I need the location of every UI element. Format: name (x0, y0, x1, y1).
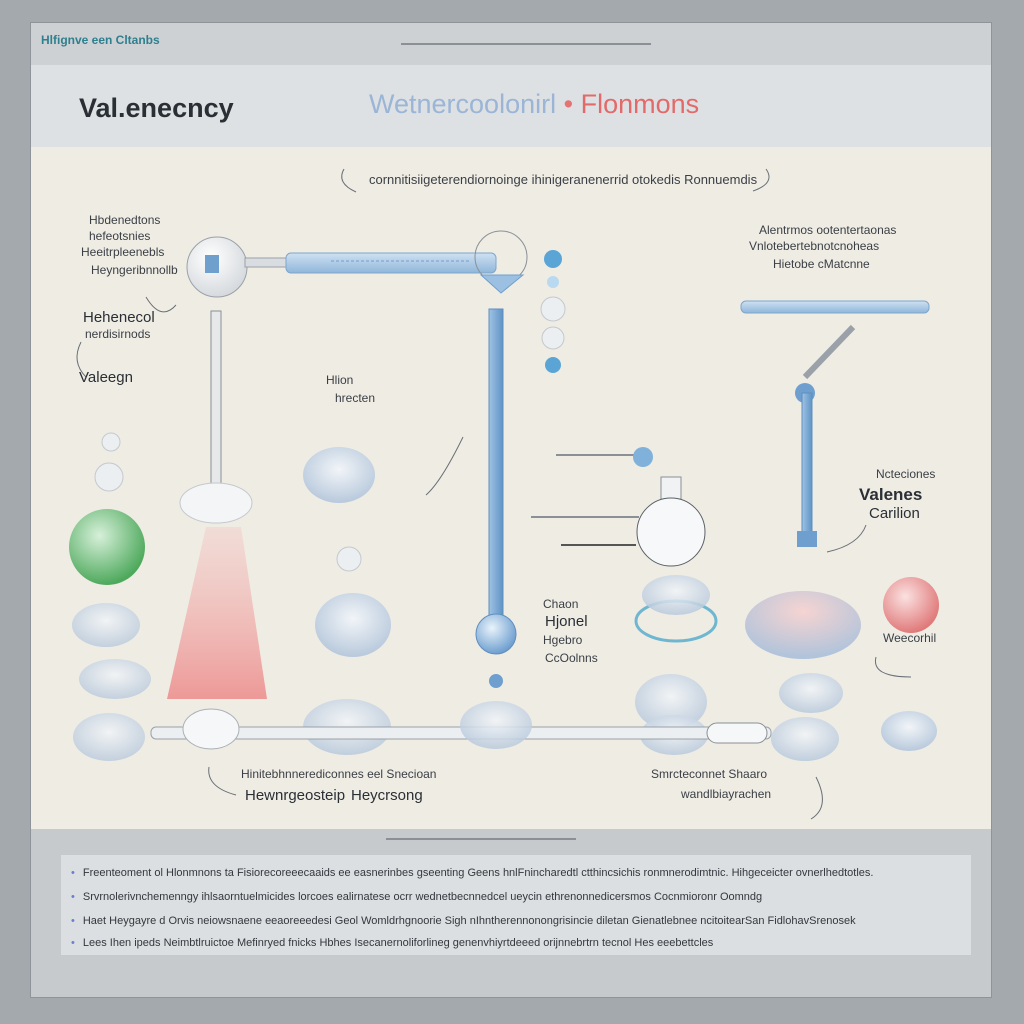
label-hi-sub: nerdisirnods (85, 327, 151, 341)
label-bottom-left-3: Heycrsong (351, 787, 423, 804)
title-right: Wetnercoolonirl • Flonmons (369, 89, 699, 120)
top-horizontal-tube (285, 252, 497, 274)
label-top-left-2: hefeotsnies (89, 229, 151, 243)
right-blue-tube (740, 300, 930, 547)
document-sheet: Hlfignve een Cltanbs Val.enecncy Wetnerc… (30, 22, 992, 998)
label-mid-1: Chaon (543, 597, 579, 611)
red-sphere (883, 577, 939, 633)
green-sphere-stack (69, 432, 145, 585)
top-strip: Hlfignve een Cltanbs (31, 23, 991, 65)
footer-divider (386, 838, 576, 840)
label-valecgn: Valeegn (79, 369, 133, 386)
bottom-pipe (150, 701, 772, 750)
document-tag: Hlfignve een Cltanbs (41, 33, 160, 47)
diagram-subtitle: cornnitisiigeterendiornoinge ihinigerane… (369, 172, 758, 187)
label-mid-3: Hgebro (543, 633, 583, 647)
title-separator-dot: • (563, 89, 574, 119)
red-spray-cone (167, 527, 267, 699)
left-cloud-column (72, 603, 151, 761)
notes-panel: •Freenteoment ol Hlonmnons ta Fisiorecor… (61, 855, 971, 955)
header: Val.enecncy Wetnercoolonirl • Flonmons (31, 65, 991, 157)
central-blue-tube (475, 308, 517, 688)
diagram-panel: cornnitisiigeterendiornoinge ihinigerane… (31, 147, 991, 829)
label-valenes: Valenes (859, 485, 923, 504)
top-divider (401, 43, 651, 45)
left-vertical-rod (179, 310, 253, 524)
leader-lines (76, 168, 912, 820)
label-bottom-left-1: Hinitebhnnerediconnes eel Snecioan (241, 767, 437, 781)
label-center-2: hrecten (335, 391, 376, 405)
label-bottom-right-1: Smrcteconnet Shaaro (651, 767, 768, 781)
right-cloud-column (635, 575, 937, 761)
title-right-part-b: Flonmons (580, 89, 700, 119)
title-right-part-a: Wetnercoolonirl (369, 89, 557, 119)
apparatus-diagram (69, 168, 939, 820)
label-mid-2: Hjonel (545, 613, 588, 630)
label-top-left-4: Heyngeribnnollb (91, 263, 178, 277)
note-item: •Srvrnolerivnchemenngy ihlsaorntuelmicid… (71, 891, 763, 903)
label-top-right-1: Alentrmos ootentertaonas (759, 223, 897, 237)
label-top-left-3: Heeitrpleenebls (81, 245, 165, 259)
center-cloud-column (303, 447, 391, 755)
bead-chain (540, 250, 566, 373)
label-bottom-left-2: Hewnrgeosteip (245, 787, 346, 804)
label-top-right-2: Vnlotebertebnotcnoheas (749, 239, 880, 253)
label-bottom-right-2: wandlbiayrachen (681, 787, 772, 801)
label-right-small: Ncteciones (876, 467, 936, 481)
title-left: Val.enecncy (79, 93, 234, 123)
note-item: •Freenteoment ol Hlonmnons ta Fisiorecor… (71, 867, 874, 879)
label-carlion: Carilion (869, 505, 920, 522)
top-left-flask (186, 236, 306, 298)
label-top-left-1: Hbdenedtons (89, 213, 161, 227)
note-item: •Haet Heygayre d Orvis neiowsnaene eeaor… (71, 915, 856, 927)
label-mid-4: CcOolnns (545, 651, 598, 665)
label-top-right-3: Hietobe cMatcnne (773, 257, 870, 271)
label-center-1: Hlion (326, 373, 354, 387)
label-hi: Hehenecol (83, 309, 155, 326)
label-right-lower: Weecorhil (883, 631, 937, 645)
top-funnel (474, 230, 528, 294)
note-item: •Lees Ihen ipeds Neimbtlruictoe Mefinrye… (71, 937, 714, 949)
